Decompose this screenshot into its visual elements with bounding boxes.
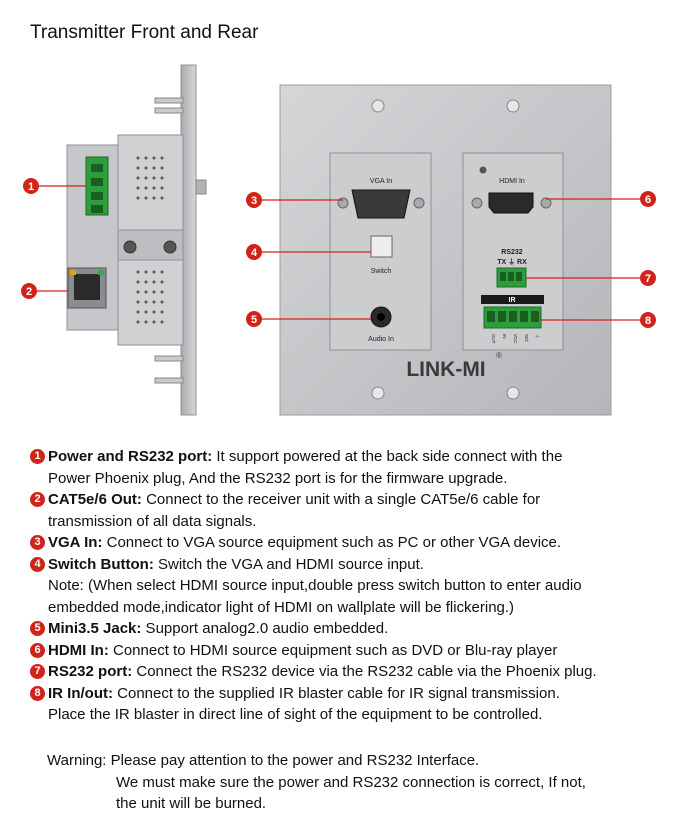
feature-text: Connect to HDMI source equipment such as… (108, 641, 558, 659)
number-badge: 8 (30, 685, 45, 701)
svg-text:5: 5 (251, 314, 257, 326)
feature-name: Power and RS232 port: (48, 448, 213, 465)
feature-ir: 8 IR In/out: Connect to the supplied IR … (30, 683, 670, 705)
svg-text:7: 7 (645, 273, 651, 285)
feature-list: 1 Power and RS232 port: It support power… (30, 446, 670, 726)
feature-continuation: transmission of all data signals. (48, 512, 257, 530)
brand-logo: LINK-MI (406, 358, 485, 381)
callout-3: 3 (246, 192, 262, 208)
warning-line-2: We must make sure the power and RS232 co… (116, 773, 586, 791)
feature-hdmi-in: 6 HDMI In: Connect to HDMI source equipm… (30, 640, 670, 662)
callout-2: 2 (21, 283, 37, 299)
svg-text:3: 3 (251, 195, 257, 207)
page-title: Transmitter Front and Rear (30, 22, 259, 43)
hdmi-in-label: HDMI In (499, 178, 525, 185)
rs232-label: RS232 (501, 249, 523, 256)
ir-pin-ground: ⏚ (535, 334, 541, 339)
feature-switch-button: 4 Switch Button: Switch the VGA and HDMI… (30, 554, 670, 576)
svg-text:6: 6 (645, 194, 651, 206)
rs232-pins-label: TX ⏚ RX (497, 258, 527, 266)
feature-text: It support powered at the back side conn… (212, 448, 563, 465)
svg-text:4: 4 (251, 247, 258, 259)
feature-name: RS232 port: (48, 663, 133, 680)
feature-rs232-port: 7 RS232 port: Connect the RS232 device v… (30, 661, 670, 683)
number-badge: 3 (30, 535, 45, 550)
feature-vga-in: 3 VGA In: Connect to VGA source equipmen… (30, 532, 670, 554)
callout-8: 8 (640, 312, 656, 328)
svg-text:2: 2 (26, 286, 32, 298)
feature-name: Switch Button: (48, 555, 154, 573)
callout-5: 5 (246, 311, 262, 327)
feature-text: Connect to VGA source equipment such as … (102, 534, 562, 551)
front-plate: VGA In Switch Audio In HDMI In RS232 TX … (279, 84, 612, 416)
feature-continuation: embedded mode,indicator light of HDMI on… (48, 598, 515, 616)
feature-name: IR In/out: (48, 684, 113, 702)
svg-text:8: 8 (645, 315, 651, 327)
warning-line-1: Warning: Please pay attention to the pow… (47, 752, 480, 769)
feature-mini-jack: 5 Mini3.5 Jack: Support analog2.0 audio … (30, 618, 670, 640)
rear-view (66, 64, 207, 416)
vga-in-label: VGA In (370, 178, 392, 185)
feature-name: HDMI In: (48, 641, 109, 659)
number-badge: 5 (30, 621, 45, 636)
callout-1: 1 (23, 178, 39, 194)
number-badge: 2 (30, 492, 45, 507)
feature-name: VGA In: (48, 534, 103, 551)
callout-6: 6 (640, 191, 656, 207)
feature-continuation: Place the IR blaster in direct line of s… (48, 706, 543, 723)
svg-text:1: 1 (28, 181, 34, 193)
ir-pin-sig: SIG (524, 334, 529, 342)
feature-text: Connect the RS232 device via the RS232 c… (132, 663, 597, 680)
brand-registered-mark: ® (496, 351, 502, 360)
feature-cat5e-out: 2 CAT5e/6 Out: Connect to the receiver u… (30, 489, 670, 511)
ir-label: IR (509, 297, 516, 304)
product-figure: VGA In Switch Audio In HDMI In RS232 TX … (21, 64, 656, 416)
warning-line-3: the unit will be burned. (116, 795, 267, 812)
number-badge: 6 (30, 642, 45, 658)
ir-pin-vcc: VCC (513, 334, 518, 344)
callout-lines (37, 185, 640, 321)
feature-text: Connect to the receiver unit with a sing… (141, 491, 541, 508)
ir-pin-out: OUT (491, 334, 496, 344)
feature-name: Mini3.5 Jack: (48, 620, 142, 637)
number-badge: 1 (30, 449, 45, 464)
callout-7: 7 (640, 270, 656, 286)
feature-continuation: Power Phoenix plug, And the RS232 port i… (48, 469, 508, 487)
feature-continuation: Note: (When select HDMI source input,dou… (48, 577, 582, 594)
audio-in-label: Audio In (368, 336, 394, 343)
ir-pin-in: IN (502, 334, 507, 339)
feature-text: Support analog2.0 audio embedded. (141, 620, 389, 637)
feature-power-rs232: 1 Power and RS232 port: It support power… (30, 446, 670, 468)
feature-text: Connect to the supplied IR blaster cable… (112, 684, 560, 702)
warning-block: Warning: Please pay attention to the pow… (47, 750, 667, 815)
switch-label: Switch (371, 268, 392, 275)
feature-name: CAT5e/6 Out: (48, 491, 142, 508)
callout-4: 4 (246, 244, 262, 260)
feature-text: Switch the VGA and HDMI source input. (153, 555, 424, 573)
number-badge: 4 (30, 556, 45, 572)
number-badge: 7 (30, 664, 45, 679)
